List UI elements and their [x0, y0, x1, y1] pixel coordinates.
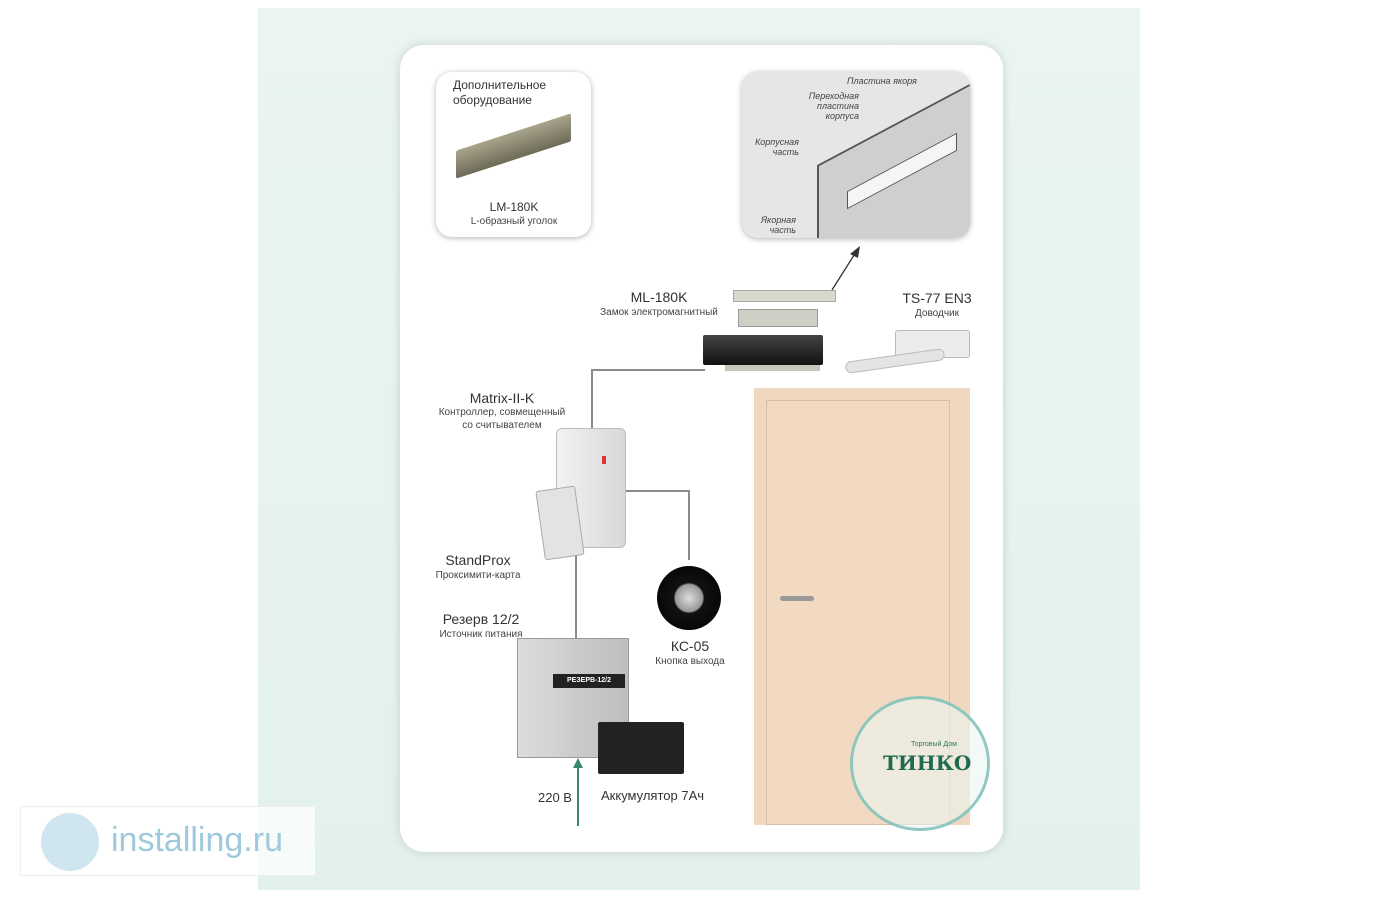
exit-button-image [657, 566, 721, 630]
button-model: КС-05 [670, 638, 710, 654]
controller-desc-2: со считывателем [462, 420, 542, 431]
lock-detail-box: Пластина якоря Переходная пластина корпу… [742, 72, 970, 238]
mains-label: 220 В [538, 790, 572, 805]
l-bracket-image [456, 113, 571, 179]
wire-button [625, 490, 689, 492]
closer-desc: Доводчик [915, 308, 959, 319]
card-model: StandProx [445, 552, 511, 568]
watermark-text: installing.ru [111, 821, 283, 859]
extra-desc: L-образный уголок [470, 216, 558, 227]
door-handle [780, 596, 814, 601]
lock-desc: Замок электромагнитный [600, 307, 718, 318]
card-desc: Проксимити-карта [435, 570, 521, 581]
wire-psu [575, 555, 577, 640]
closer-model: TS-77 EN3 [902, 290, 972, 306]
psu-label: РЕЗЕРВ-12/2 [553, 674, 625, 688]
extra-equipment-box: Дополнительное оборудование LM-180K L-об… [436, 72, 591, 237]
arrow-to-detail [831, 246, 860, 291]
button-desc: Кнопка выхода [655, 656, 725, 667]
anchor-plate-image [733, 290, 836, 302]
stamp-brand: ТИНКО [883, 751, 972, 775]
battery-label: Аккумулятор 7Ач [601, 788, 705, 803]
mains-arrow [573, 758, 583, 826]
battery-image [598, 722, 684, 774]
label-anchor-plate: Пластина якоря [847, 76, 917, 86]
lock-model: ML-180K [630, 289, 688, 305]
tinko-stamp: ТИНКО Торговый Дом [850, 696, 990, 831]
anchor-image [738, 309, 818, 327]
lock-plate-image [725, 365, 820, 371]
psu-model: Резерв 12/2 [442, 611, 520, 627]
controller-model: Matrix-II-K [469, 390, 535, 406]
extra-title: Дополнительное оборудование [453, 78, 547, 107]
psu-desc: Источник питания [439, 629, 523, 640]
extra-model: LM-180K [489, 200, 539, 214]
controller-desc-1: Контроллер, совмещенный [438, 407, 566, 418]
wire-lock-down [591, 369, 593, 429]
wire-button-down [688, 490, 690, 560]
watermark: installing.ru [20, 806, 316, 876]
magnetic-lock-image [703, 335, 823, 365]
stamp-sub: Торговый Дом [911, 741, 957, 748]
label-anchor-part: Якорная часть [760, 215, 796, 235]
watermark-logo-icon [41, 813, 99, 871]
wire-lock [591, 369, 705, 371]
label-body-part: Корпусная часть [754, 137, 799, 157]
reader-led [602, 456, 606, 464]
label-transition-plate: Переходная пластина корпуса [808, 91, 859, 121]
